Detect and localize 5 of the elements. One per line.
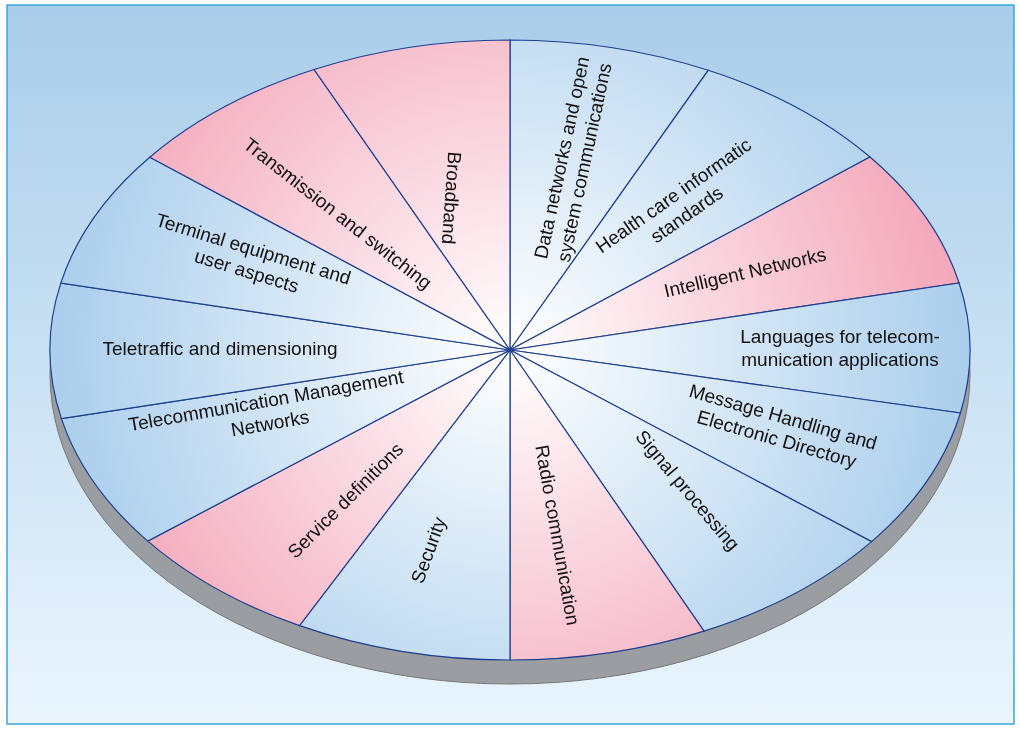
slice-label: Broadband [437, 150, 467, 246]
slice-label: Radio communication [530, 443, 586, 627]
slice-label: Languages for telecom-munication applications [739, 325, 941, 371]
slice-label: Intelligent Networks [661, 243, 829, 302]
slice-label: Teletraffic and dimensioning [102, 336, 338, 360]
